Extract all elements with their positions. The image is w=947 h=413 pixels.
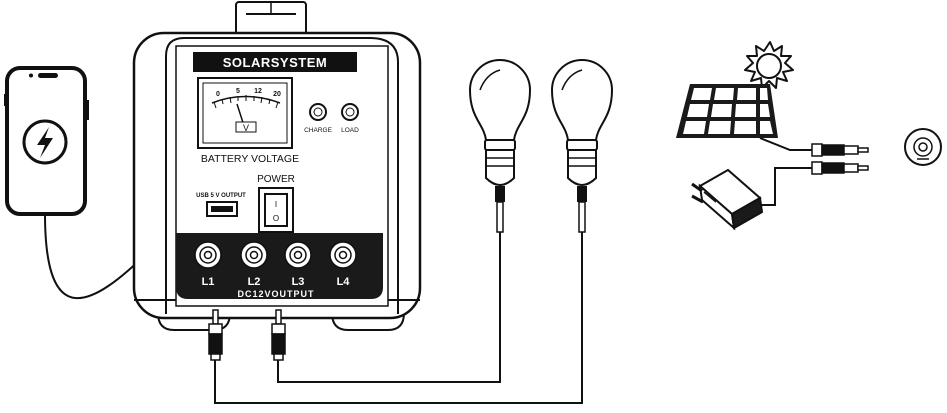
power-label: POWER [257,174,295,185]
cables [44,137,812,404]
light-bulb-icon [468,59,614,233]
output-label-l2: L2 [248,276,261,288]
meter-tick-5: 5 [236,88,240,95]
brand-label: SOLARSYSTEM [223,55,327,70]
dc-plug-left [208,309,223,361]
dc-output-panel: L1 L2 L3 L4 DC12VOUTPUT [176,233,383,299]
power-on-symbol: I [275,200,277,209]
output-label-l1: L1 [202,276,215,288]
meter-tick-12: 12 [254,88,262,95]
dc-plug-right [271,309,286,361]
load-label: LOAD [341,127,359,134]
phone-usb-cable [44,213,151,299]
bulb2-cable [214,232,583,404]
meter-tick-0: 0 [216,91,220,98]
solar-cable [759,137,812,151]
light-bulb-1 [468,59,532,233]
dc-socket-icon [904,128,942,166]
adapter-cable [752,167,812,206]
svg-text:V: V [243,123,249,133]
output-port-l3: L3 [284,241,312,288]
charge-indicator: CHARGE [304,103,333,134]
power-switch: I O [258,187,294,233]
output-port-l1: L1 [194,241,222,288]
usb-port [206,201,238,217]
battery-voltage-caption: BATTERY VOLTAGE [201,153,299,165]
solar-panel-icon [676,84,778,138]
bulb1-cable [277,232,501,383]
power-off-symbol: O [273,214,279,223]
dc-output-label: DC12VOUTPUT [237,289,314,299]
lightning-bolt-icon [22,119,68,165]
charge-label: CHARGE [304,127,332,134]
output-port-l4: L4 [329,241,357,288]
adapter-dc-jack [811,161,869,175]
wall-adapter-icon [691,168,764,231]
load-indicator: LOAD [341,103,359,134]
battery-voltmeter: 0 5 12 20 V [197,77,293,149]
solar-dc-jack [811,143,869,157]
usb-output-label: USB 5 V OUTPUT [196,193,246,199]
smartphone [4,66,89,216]
light-bulb-2 [550,59,614,233]
output-label-l4: L4 [337,276,351,288]
control-unit: SOLARSYSTEM 0 5 12 20 V [132,1,422,331]
output-port-l2: L2 [240,241,268,288]
meter-tick-20: 20 [273,91,281,98]
sun-icon [744,41,794,89]
output-label-l3: L3 [292,276,305,288]
